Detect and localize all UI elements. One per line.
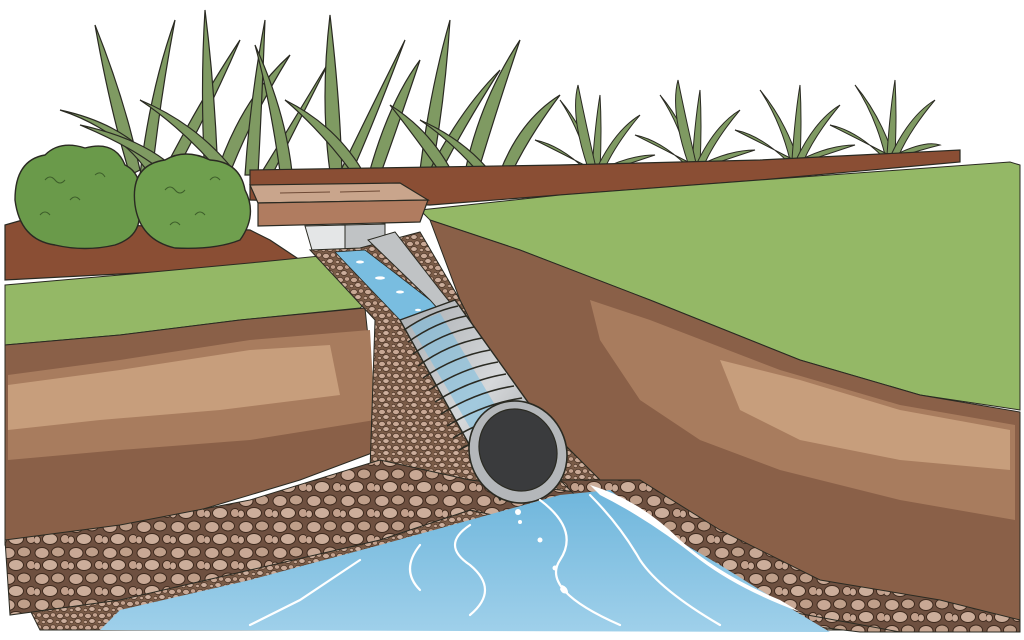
round-shrubs [14, 144, 252, 250]
water-foam-edge [590, 485, 800, 612]
left-soil-lightest-band [8, 345, 340, 430]
pipe-outlet-inner [478, 408, 558, 492]
water-sparkles [356, 260, 421, 312]
water-droplets [515, 509, 568, 594]
water-ripples [248, 493, 722, 627]
right-soil-lightest-band [720, 360, 1010, 470]
wooden-cover-board [249, 182, 431, 227]
corrugated-drain-pipe [398, 299, 568, 504]
ornamental-grass-clumps [59, 9, 561, 179]
